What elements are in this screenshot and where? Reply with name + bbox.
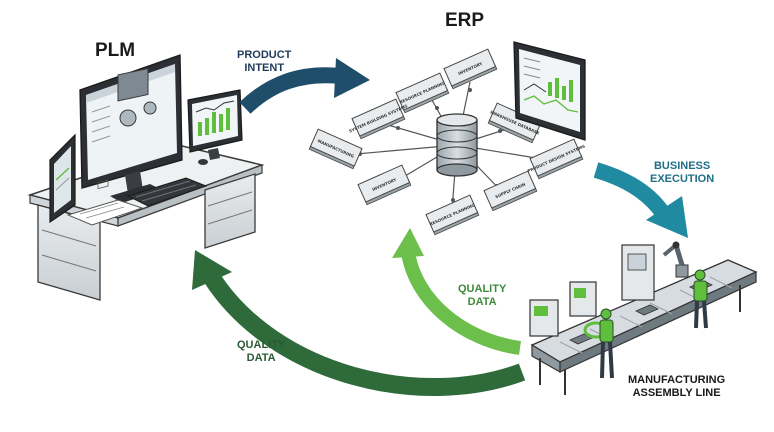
plm-workstation [27, 54, 265, 301]
side-monitor-right [187, 89, 243, 160]
database-icon [436, 113, 478, 177]
keyboard-icon [126, 159, 208, 207]
quality-data-label-light: QUALITY DATA [458, 283, 506, 308]
quality-data-dark-line-2: DATA [246, 351, 276, 364]
quality-data-arrow-light [392, 228, 522, 355]
erp-module-tile: SUPPLY CHAIN [483, 170, 538, 212]
plm-title: PLM [95, 40, 136, 61]
manufacturing-line-1: MANUFACTURING [628, 374, 726, 386]
product-intent-line-1: PRODUCT [237, 49, 292, 61]
manufacturing-label: MANUFACTURING ASSEMBLY LINE [628, 374, 725, 399]
quality-data-label-dark: QUALITY DATA [237, 339, 285, 364]
conveyor-icon [529, 241, 758, 395]
business-execution-arrow [593, 162, 688, 238]
inspection-station [529, 244, 655, 337]
erp-module-tile: INVENTORY [357, 164, 412, 206]
erp-title: ERP [445, 10, 485, 31]
erp-module-tile: MANUFACTURING [308, 128, 363, 170]
quality-data-dark-line-1: QUALITY [237, 339, 286, 351]
business-execution-line-2: EXECUTION [650, 172, 715, 185]
product-intent-arrow [239, 58, 370, 114]
worker-icon [599, 308, 614, 379]
quality-data-light-line-2: DATA [467, 295, 497, 308]
side-monitor-left [49, 133, 76, 224]
product-intent-line-2: INTENT [244, 61, 285, 74]
monitor-icon [79, 54, 183, 203]
quality-data-light-line-1: QUALITY [458, 283, 507, 295]
worker-icon-2 [693, 269, 708, 329]
erp-monitor-icon [513, 41, 586, 141]
erp-module-tile: PRODUCT DESIGN SYSTEMS [527, 138, 586, 180]
business-execution-label: BUSINESS EXECUTION [650, 160, 714, 185]
business-execution-line-1: BUSINESS [653, 160, 711, 172]
manufacturing-line-2: ASSEMBLY LINE [632, 386, 721, 399]
erp-module-tile: INVENTORY [443, 48, 498, 90]
product-intent-label: PRODUCT INTENT [237, 49, 291, 74]
quality-data-arrow-dark [192, 250, 526, 396]
robot-arm-icon [662, 241, 689, 278]
